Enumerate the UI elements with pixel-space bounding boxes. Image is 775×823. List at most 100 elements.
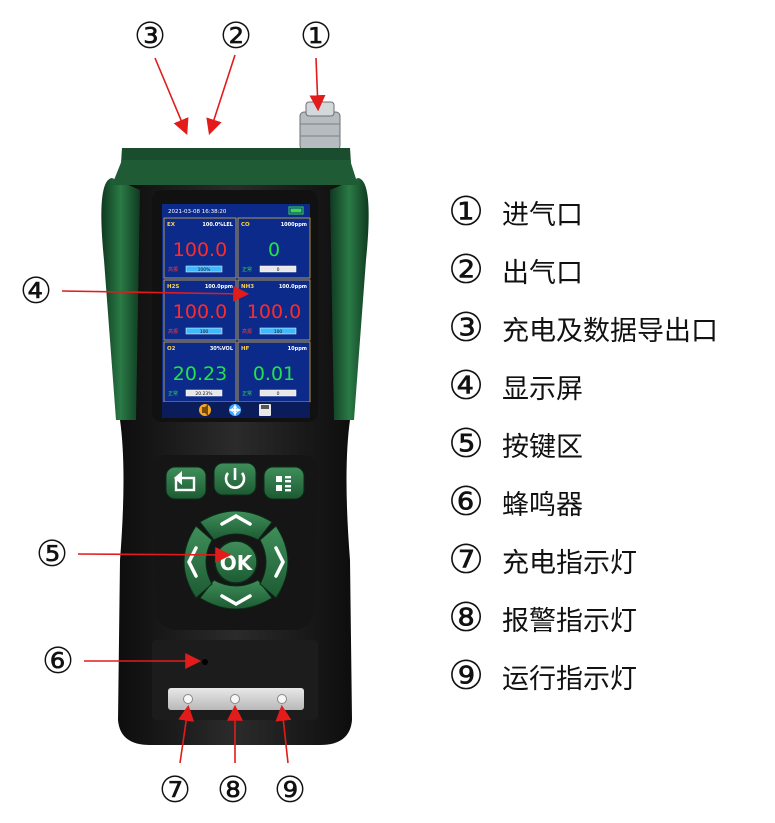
gas-bar-label: 0 [277, 267, 280, 273]
legend-label: 充电指示灯 [502, 547, 637, 579]
gas-bar-label: 100 [200, 329, 209, 335]
gas-bar [259, 265, 297, 273]
legend-label: 出气口 [502, 257, 583, 289]
legend-label: 报警指示灯 [502, 605, 637, 637]
callout-5: ⑤ [36, 534, 68, 575]
save-icon [259, 404, 271, 416]
gas-bar-label: 100% [198, 267, 212, 273]
gas-name: NH3 [241, 284, 254, 290]
gas-status: 正常 [242, 266, 252, 273]
gas-range: 100.0%LEL [202, 222, 233, 228]
gas-bar [185, 265, 223, 273]
ok-button[interactable]: OK [214, 540, 258, 584]
gas-bar-label: 0 [277, 391, 280, 397]
gas-range: 10ppm [288, 346, 307, 352]
gas-name: CO [241, 222, 250, 228]
back-icon [174, 471, 196, 492]
gas-status: 正常 [242, 390, 252, 397]
run-indicator-light [277, 694, 287, 704]
display-screen: 2021-03-08 16:38:20 EX 100.0%LEL 100.0 高报 10… [162, 204, 311, 418]
left-green-grip [101, 178, 140, 420]
legend-item: ② 出气口 [440, 248, 583, 292]
gas-bar [259, 327, 297, 335]
gas-status: 正常 [168, 390, 178, 397]
menu-icon [276, 476, 291, 492]
legend-number: ① [448, 189, 484, 235]
right-button[interactable] [259, 525, 289, 599]
legend-item: ④ 显示屏 [440, 364, 583, 408]
callout-arrows [61, 54, 326, 764]
top-green-band [112, 160, 358, 185]
legend-number: ⑥ [448, 479, 484, 525]
gas-range: 1000ppm [281, 222, 307, 228]
legend-label: 进气口 [502, 199, 583, 231]
alarm-indicator-light [230, 694, 240, 704]
legend-label: 充电及数据导出口 [502, 315, 718, 347]
buzzer-hole [202, 659, 208, 665]
menu-button[interactable] [263, 466, 305, 500]
gas-bar [259, 389, 297, 397]
legend-label: 显示屏 [502, 373, 583, 405]
gas-value: 100.0 [247, 301, 301, 323]
right-green-grip [330, 178, 369, 420]
gas-value: 0.01 [253, 363, 295, 385]
gas-cell: NH3 100.0ppm 100.0 高报 100 [237, 279, 311, 341]
legend-label: 蜂鸣器 [502, 489, 583, 521]
callout-4: ④ [20, 271, 52, 312]
back-button[interactable] [165, 466, 207, 500]
fan-icon [229, 404, 241, 416]
screen-datetime: 2021-03-08 16:38:20 [168, 209, 227, 215]
gas-status: 高报 [168, 266, 178, 273]
legend-label: 运行指示灯 [502, 663, 637, 695]
legend-item: ⑦ 充电指示灯 [440, 538, 637, 582]
callout-numbers: ① ② ③ ④ ⑤ ⑥ ⑦ ⑧ ⑨ [20, 16, 332, 811]
gas-status: 高报 [242, 328, 252, 335]
gas-name: HF [241, 346, 250, 352]
power-button[interactable] [213, 462, 257, 496]
legend-item: ⑤ 按键区 [440, 422, 583, 466]
right-arrow-icon [274, 546, 285, 578]
legend-item: ⑥ 蜂鸣器 [440, 480, 583, 524]
callout-7: ⑦ [159, 770, 191, 811]
legend-label: 按键区 [502, 431, 583, 463]
gas-name: EX [167, 222, 176, 228]
gas-range: 100.0ppm [279, 284, 307, 290]
callout-9: ⑨ [274, 770, 306, 811]
legend-number: ② [448, 247, 484, 293]
gas-status: 高报 [168, 328, 178, 335]
gas-value: 0 [268, 239, 280, 261]
up-arrow-icon [220, 513, 252, 526]
gas-value: 100.0 [173, 239, 227, 261]
gas-cell: CO 1000ppm 0 正常 0 [237, 217, 311, 279]
down-arrow-icon [220, 594, 252, 607]
gas-range: 30%VOL [210, 346, 234, 352]
callout-8: ⑧ [217, 770, 249, 811]
callout-1: ① [300, 16, 332, 57]
legend-item: ⑧ 报警指示灯 [440, 596, 637, 640]
legend-number: ⑨ [448, 653, 484, 699]
callout-3: ③ [134, 16, 166, 57]
callout-6: ⑥ [42, 641, 74, 682]
legend-number: ⑧ [448, 595, 484, 641]
gas-inlet-connector [299, 101, 341, 151]
legend-number: ⑦ [448, 537, 484, 583]
dpad: OK [183, 510, 289, 610]
legend-item: ③ 充电及数据导出口 [440, 306, 718, 350]
gas-name: O2 [167, 346, 176, 352]
up-button[interactable] [199, 510, 273, 541]
gas-value: 100.0 [173, 301, 227, 323]
gas-bar [185, 389, 223, 397]
gas-bar-label: 100 [274, 329, 283, 335]
gas-bar-label: 20.23% [195, 391, 213, 397]
legend-item: ① 进气口 [440, 190, 583, 234]
power-icon [224, 468, 246, 489]
callout-2: ② [220, 16, 252, 57]
left-button[interactable] [183, 525, 213, 599]
gas-cell: EX 100.0%LEL 100.0 高报 100% [163, 217, 237, 279]
legend-number: ④ [448, 363, 484, 409]
speaker-icon [199, 404, 211, 416]
